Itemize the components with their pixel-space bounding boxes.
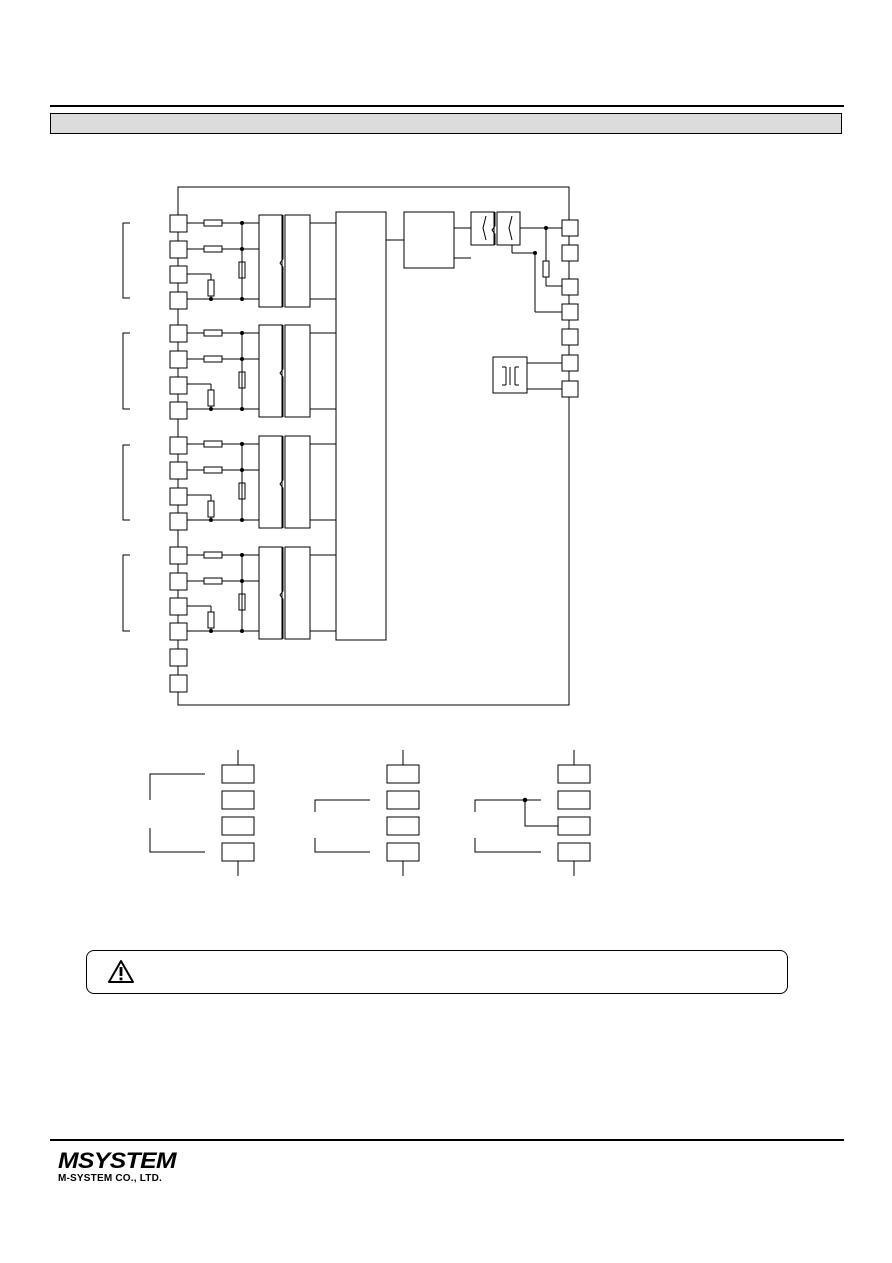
terminal bbox=[169, 674, 188, 693]
terminal bbox=[169, 572, 188, 591]
input-channel-3 bbox=[187, 435, 336, 529]
connection-example-3 bbox=[474, 750, 591, 876]
bottom-rule bbox=[50, 1139, 844, 1141]
terminal bbox=[169, 648, 188, 667]
terminal bbox=[169, 487, 188, 506]
terminal bbox=[169, 291, 188, 310]
group-bracket-3 bbox=[122, 444, 130, 521]
connection-example-2 bbox=[314, 750, 420, 876]
output-block bbox=[403, 211, 455, 269]
terminal bbox=[561, 219, 579, 237]
terminal bbox=[169, 265, 188, 284]
logo-wordmark: MSYSTEM bbox=[58, 1148, 176, 1173]
warning-triangle-icon bbox=[108, 960, 134, 983]
terminal bbox=[561, 244, 579, 262]
left-terminals bbox=[169, 214, 188, 693]
power-transformer bbox=[492, 356, 562, 394]
terminal bbox=[169, 324, 188, 343]
group-bracket-2 bbox=[122, 332, 130, 410]
terminal bbox=[561, 380, 579, 398]
group-bracket-1 bbox=[122, 222, 130, 299]
section-header-bar bbox=[50, 113, 842, 134]
terminal bbox=[169, 436, 188, 455]
connection-example-1 bbox=[149, 750, 255, 876]
terminal bbox=[169, 401, 188, 420]
terminal bbox=[561, 303, 579, 321]
right-terminals bbox=[561, 219, 579, 398]
company-logo: MSYSTEM M-SYSTEM CO., LTD. bbox=[58, 1150, 188, 1186]
terminal bbox=[561, 354, 579, 372]
terminal bbox=[169, 546, 188, 565]
company-name: M-SYSTEM CO., LTD. bbox=[58, 1173, 162, 1184]
terminal bbox=[169, 461, 188, 480]
input-channel-1 bbox=[187, 214, 336, 308]
group-bracket-4 bbox=[122, 554, 130, 632]
isolation-block-b bbox=[496, 211, 521, 246]
input-channel-2 bbox=[187, 324, 336, 418]
input-channel-4 bbox=[187, 546, 336, 640]
terminal bbox=[169, 376, 188, 395]
processing-block bbox=[335, 211, 387, 641]
terminal bbox=[561, 328, 579, 346]
terminal bbox=[169, 597, 188, 616]
terminal bbox=[561, 278, 579, 296]
isolation-block-a bbox=[470, 211, 495, 246]
top-rule bbox=[50, 105, 844, 107]
terminal bbox=[169, 512, 188, 531]
terminal bbox=[169, 622, 188, 641]
terminal bbox=[169, 350, 188, 369]
terminal bbox=[169, 240, 188, 259]
caution-box bbox=[86, 950, 788, 994]
output-section bbox=[386, 211, 562, 313]
terminal bbox=[169, 214, 188, 233]
main-enclosure bbox=[177, 186, 570, 706]
